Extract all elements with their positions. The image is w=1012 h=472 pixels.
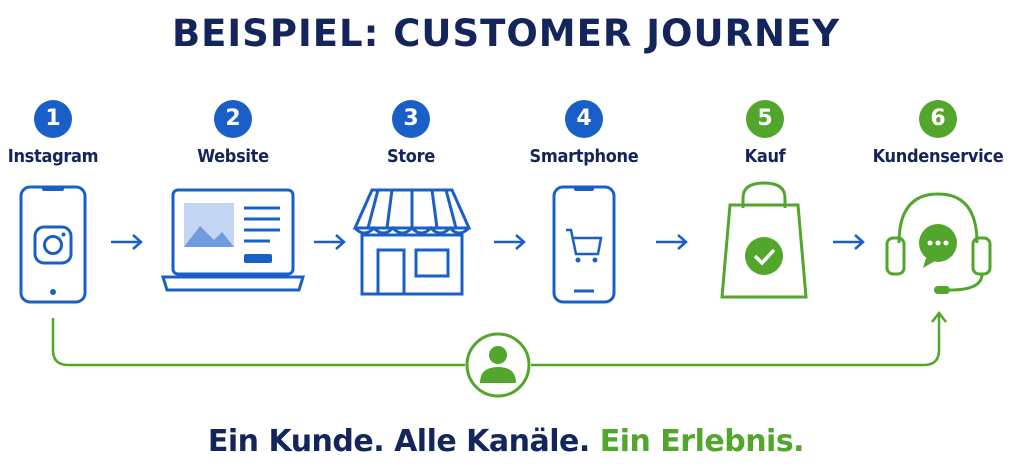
shopping-bag-check-icon <box>720 181 808 299</box>
tagline-part2: Ein Erlebnis. <box>599 424 805 459</box>
store-icon <box>352 188 472 296</box>
arrow-right-icon <box>314 234 346 250</box>
step-label: Kauf <box>744 146 786 167</box>
arrow-right-icon <box>111 234 143 250</box>
step-kundenservice: 6 Kundenservice <box>863 100 1012 167</box>
step-number-badge: 3 <box>392 100 430 138</box>
smartphone-cart-icon <box>552 185 616 304</box>
step-label: Instagram <box>7 146 99 167</box>
step-smartphone: 4 Smartphone <box>509 100 659 167</box>
laptop-website-icon <box>160 188 306 292</box>
step-label: Smartphone <box>529 146 639 167</box>
step-number-badge: 5 <box>746 100 784 138</box>
step-label: Kundenservice <box>872 146 1004 167</box>
headset-chat-icon <box>885 192 992 294</box>
page-title: BEISPIEL: CUSTOMER JOURNEY <box>171 12 841 55</box>
step-number-badge: 6 <box>919 100 957 138</box>
instagram-phone-icon <box>19 185 87 304</box>
step-store: 3 Store <box>336 100 486 167</box>
step-label: Store <box>386 146 435 167</box>
step-instagram: 1 Instagram <box>0 100 128 167</box>
step-kauf: 5 Kauf <box>690 100 840 167</box>
journey-loop-line <box>51 310 947 367</box>
step-website: 2 Website <box>158 100 308 167</box>
step-number-badge: 1 <box>34 100 72 138</box>
customer-person-icon <box>465 332 531 398</box>
arrow-right-icon <box>494 234 526 250</box>
step-number-badge: 4 <box>565 100 603 138</box>
tagline: Ein Kunde. Alle Kanäle. Ein Erlebnis. <box>0 424 1012 459</box>
arrow-right-icon <box>656 234 688 250</box>
step-label: Website <box>197 146 269 167</box>
step-number-badge: 2 <box>214 100 252 138</box>
arrow-right-icon <box>833 234 865 250</box>
tagline-part1: Ein Kunde. Alle Kanäle. <box>207 424 590 459</box>
